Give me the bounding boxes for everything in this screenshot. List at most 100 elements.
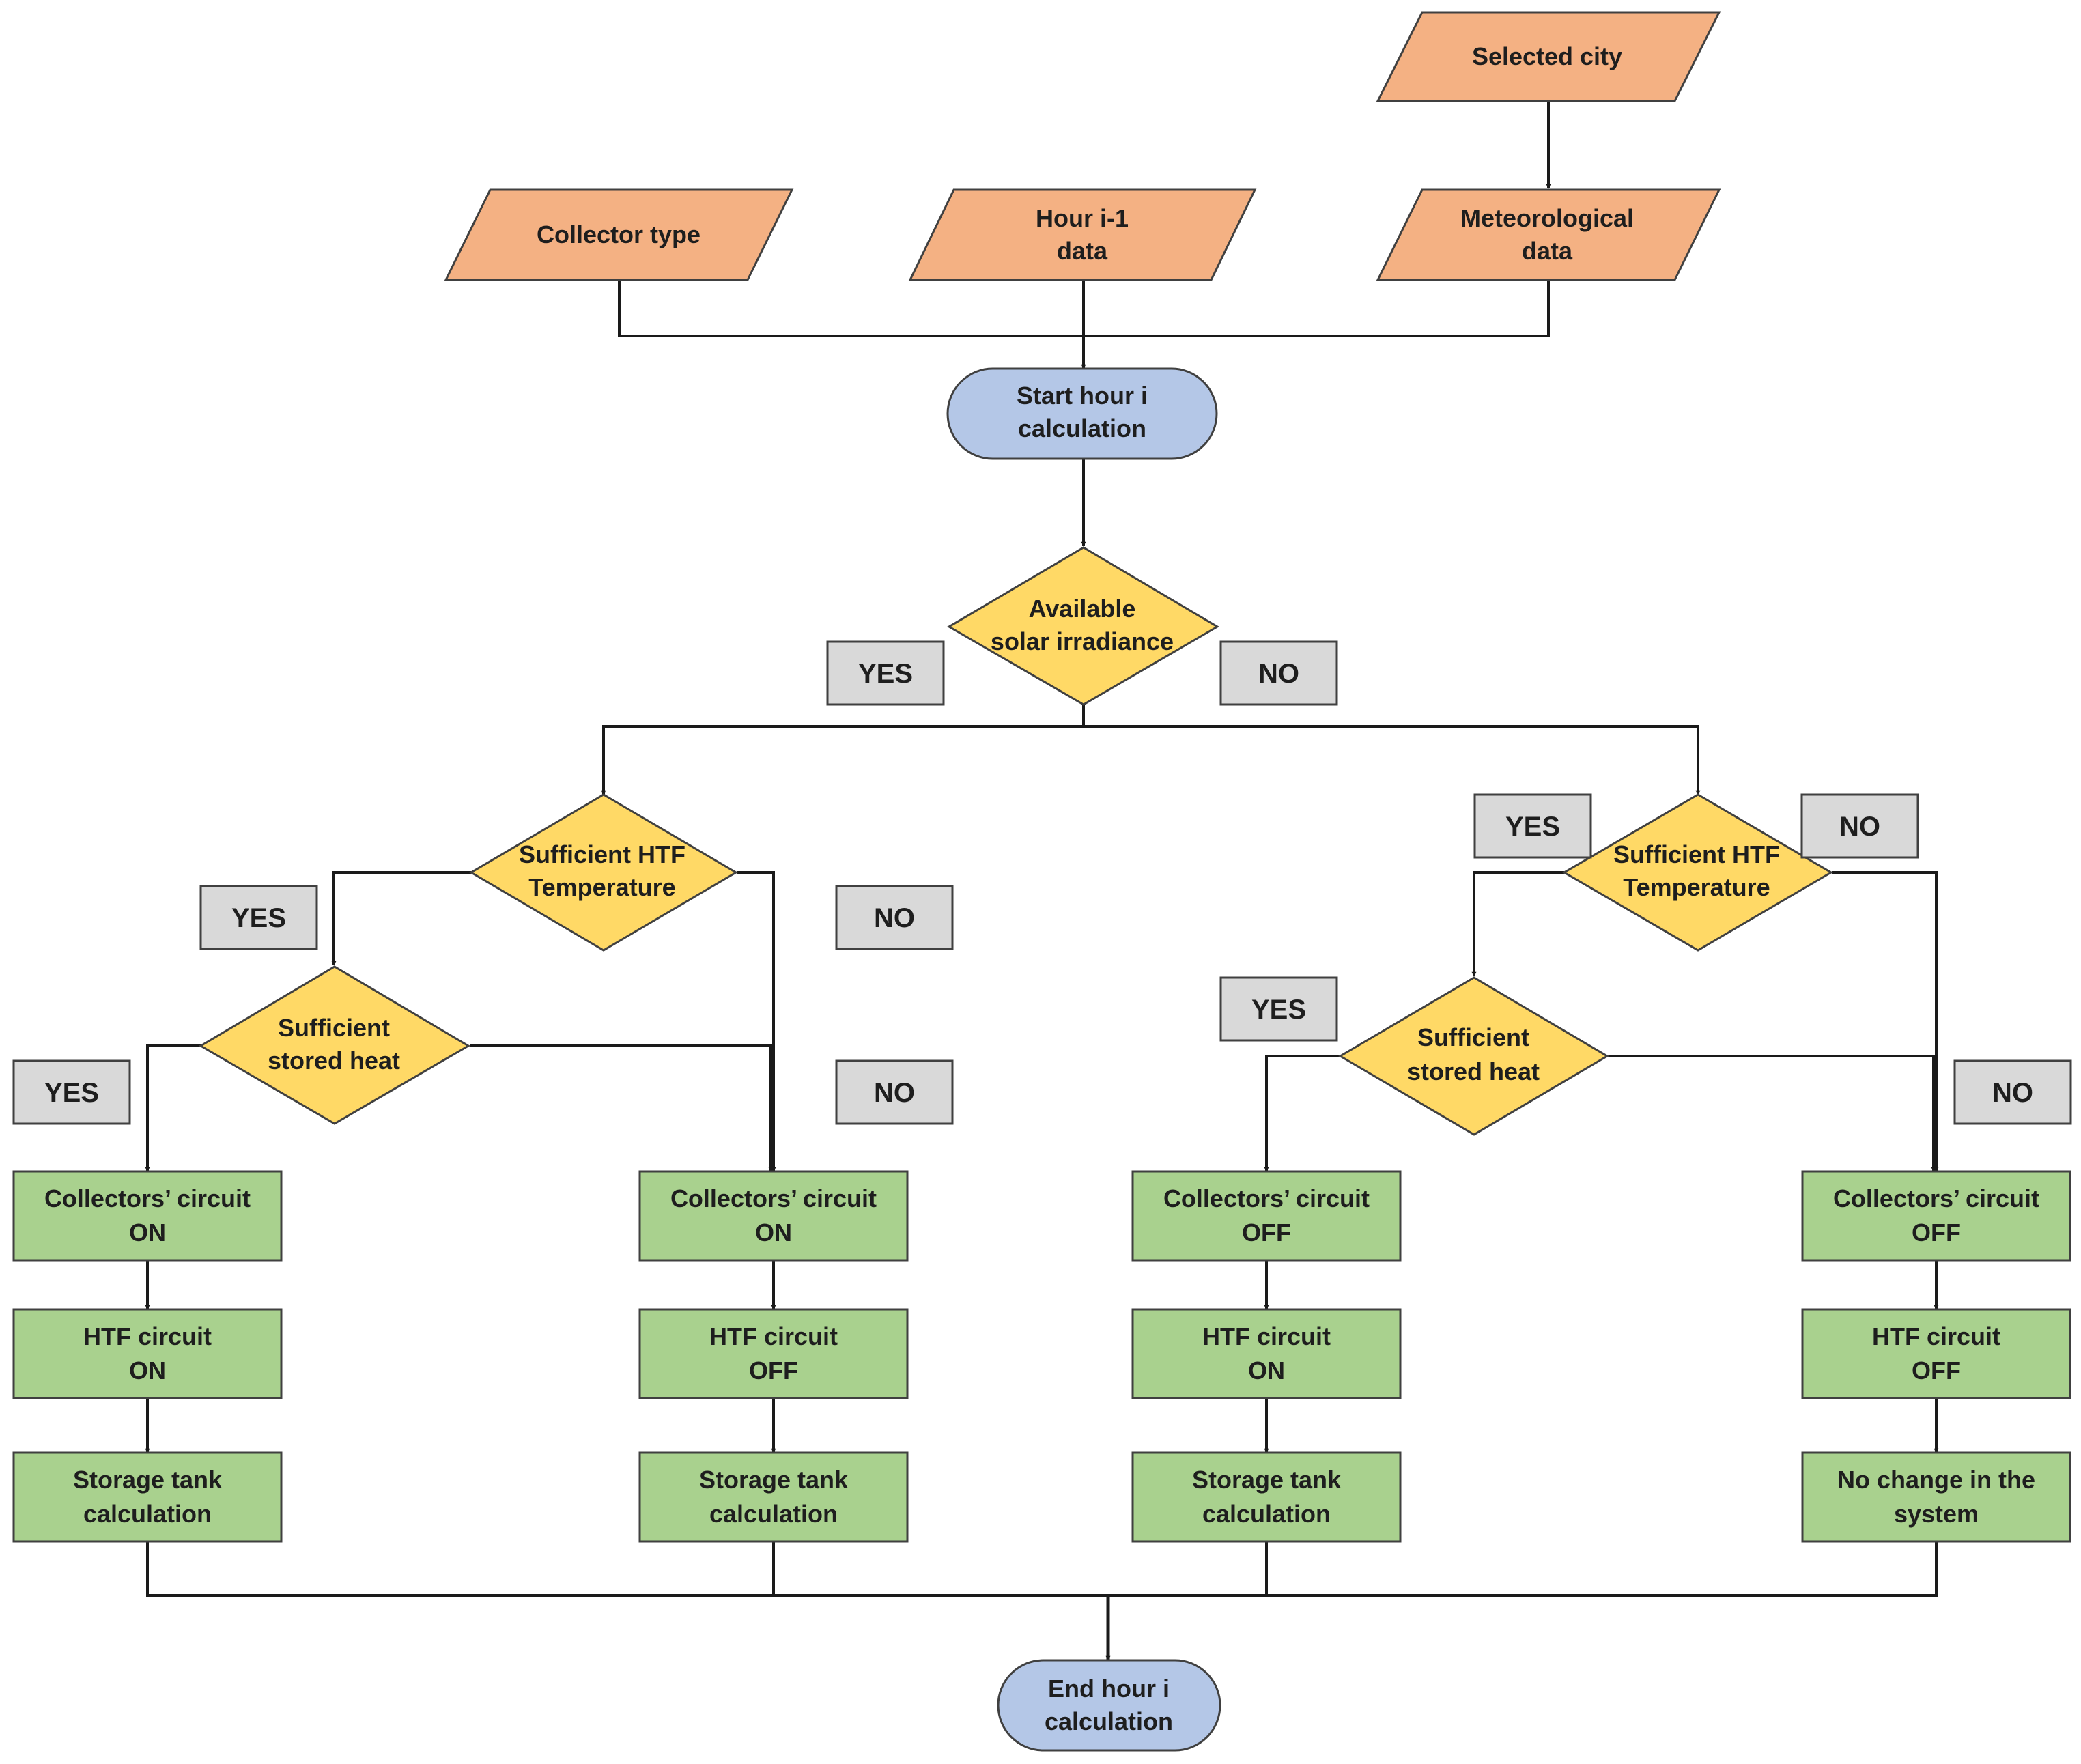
- connector-collector-type-merge: [618, 280, 1084, 337]
- badge-no-heat-left: NO: [835, 1059, 954, 1125]
- badge-no-htf-right: NO: [1800, 793, 1919, 859]
- badge-no-heat-right: NO: [1953, 1059, 2072, 1125]
- input-meteo-data: Meteorological data: [1376, 188, 1721, 281]
- input-collector-type: Collector type: [444, 188, 794, 281]
- terminal-end-line1: End hour i: [1048, 1675, 1170, 1703]
- connector-htf-left-no: [737, 871, 776, 1172]
- process-col1-collectors: Collectors’ circuit ON: [12, 1170, 283, 1262]
- decision-heat-right-line1: Sufficient: [1417, 1023, 1529, 1051]
- decision-htf-left: Sufficient HTF Temperature: [469, 793, 738, 952]
- process-col4-result: No change in the system: [1801, 1451, 2071, 1543]
- connector-htf-right-no: [1832, 871, 1939, 1172]
- process-col4-collectors-line1: Collectors’ circuit: [1833, 1184, 2039, 1212]
- process-col1-result-line2: calculation: [83, 1500, 212, 1528]
- decision-heat-right: Sufficient stored heat: [1338, 976, 1609, 1136]
- decision-solar-line1: Available: [1029, 595, 1136, 623]
- process-col3-collectors-line2: OFF: [1242, 1219, 1291, 1247]
- terminal-start: Start hour i calculation: [946, 367, 1218, 460]
- decision-solar-irradiance: Available solar irradiance: [947, 546, 1219, 706]
- decision-htf-right-line1: Sufficient HTF: [1613, 840, 1780, 868]
- process-col1-result-line1: Storage tank: [73, 1466, 223, 1494]
- process-col1-htf-line2: ON: [129, 1356, 166, 1384]
- process-col2-htf-line1: HTF circuit: [709, 1322, 838, 1350]
- badge-yes-htf-left-label: YES: [231, 903, 286, 933]
- input-hour-data-line1: Hour i-1: [1036, 204, 1129, 232]
- badge-no-htf-right-label: NO: [1839, 812, 1880, 842]
- badge-no-solar: NO: [1219, 640, 1338, 706]
- decision-heat-left-line1: Sufficient: [278, 1014, 390, 1042]
- input-collector-type-label: Collector type: [537, 220, 700, 248]
- badge-no-htf-left-label: NO: [874, 903, 915, 933]
- process-col2-htf-line2: OFF: [749, 1356, 798, 1384]
- input-hour-data-line2: data: [1057, 237, 1108, 265]
- badge-yes-htf-left: YES: [199, 885, 318, 950]
- process-col3-collectors-line1: Collectors’ circuit: [1163, 1184, 1370, 1212]
- connector-merge-bottom: [146, 1541, 1938, 1597]
- badge-yes-heat-left-label: YES: [44, 1078, 99, 1108]
- connector-htf-left-yes: [331, 871, 471, 966]
- connector-solar-no: [1084, 725, 1701, 795]
- input-selected-city: Selected city: [1376, 11, 1721, 102]
- decision-htf-right: Sufficient HTF Temperature: [1562, 793, 1833, 952]
- badge-yes-htf-right-label: YES: [1505, 812, 1560, 842]
- process-col3-result: Storage tank calculation: [1131, 1451, 1402, 1543]
- process-col3-htf: HTF circuit ON: [1131, 1308, 1402, 1399]
- badge-no-htf-left: NO: [835, 885, 954, 950]
- process-col4-result-line1: No change in the: [1837, 1466, 2035, 1494]
- process-col2-result-line1: Storage tank: [699, 1466, 849, 1494]
- terminal-end-line2: calculation: [1045, 1707, 1173, 1735]
- process-col1-result: Storage tank calculation: [12, 1451, 283, 1543]
- connector-heat-left-no: [470, 1044, 774, 1172]
- decision-htf-left-line2: Temperature: [528, 873, 675, 901]
- process-col4-htf-line1: HTF circuit: [1872, 1322, 2000, 1350]
- process-col1-collectors-line2: ON: [129, 1219, 166, 1247]
- connector-heat-right-no: [1608, 1055, 1936, 1172]
- badge-no-heat-right-label: NO: [1992, 1078, 2033, 1108]
- input-selected-city-label: Selected city: [1472, 42, 1622, 70]
- badge-yes-heat-right: YES: [1219, 976, 1338, 1042]
- process-col1-htf: HTF circuit ON: [12, 1308, 283, 1399]
- decision-heat-left-line2: stored heat: [268, 1047, 400, 1075]
- process-col3-collectors: Collectors’ circuit OFF: [1131, 1170, 1402, 1262]
- decision-heat-right-line2: stored heat: [1407, 1057, 1540, 1085]
- process-col2-collectors: Collectors’ circuit ON: [638, 1170, 909, 1262]
- process-col4-htf-line2: OFF: [1912, 1356, 1961, 1384]
- connector-solar-yes: [601, 725, 1084, 795]
- process-col4-collectors: Collectors’ circuit OFF: [1801, 1170, 2071, 1262]
- input-hour-data: Hour i-1 data: [908, 188, 1257, 281]
- badge-yes-solar: YES: [826, 640, 945, 706]
- process-col2-result: Storage tank calculation: [638, 1451, 909, 1543]
- decision-solar-line2: solar irradiance: [991, 627, 1174, 655]
- connector-heat-right-yes: [1264, 1055, 1340, 1172]
- terminal-start-line2: calculation: [1018, 414, 1146, 442]
- badge-yes-htf-right: YES: [1473, 793, 1592, 859]
- process-col1-htf-line1: HTF circuit: [83, 1322, 212, 1350]
- connector-htf-right-yes: [1471, 871, 1564, 977]
- terminal-end: End hour i calculation: [997, 1659, 1221, 1752]
- badge-no-solar-label: NO: [1258, 659, 1299, 689]
- process-col2-collectors-line1: Collectors’ circuit: [670, 1184, 877, 1212]
- input-meteo-data-line2: data: [1522, 237, 1573, 265]
- decision-htf-left-line1: Sufficient HTF: [519, 840, 685, 868]
- process-col3-htf-line2: ON: [1248, 1356, 1285, 1384]
- process-col4-collectors-line2: OFF: [1912, 1219, 1961, 1247]
- input-meteo-data-line1: Meteorological: [1460, 204, 1634, 232]
- decision-heat-left: Sufficient stored heat: [199, 965, 470, 1125]
- process-col1-collectors-line1: Collectors’ circuit: [44, 1184, 251, 1212]
- process-col2-collectors-line2: ON: [755, 1219, 792, 1247]
- badge-no-heat-left-label: NO: [874, 1078, 915, 1108]
- badge-yes-heat-right-label: YES: [1251, 995, 1306, 1025]
- process-col2-htf: HTF circuit OFF: [638, 1308, 909, 1399]
- connector-meteo-merge: [1084, 280, 1550, 337]
- decision-htf-right-line2: Temperature: [1623, 873, 1770, 901]
- process-col3-htf-line1: HTF circuit: [1202, 1322, 1331, 1350]
- process-col3-result-line1: Storage tank: [1192, 1466, 1342, 1494]
- connector-heat-left-yes: [145, 1044, 201, 1172]
- process-col4-result-line2: system: [1894, 1500, 1979, 1528]
- connectors: [145, 101, 1939, 1661]
- badge-yes-solar-label: YES: [858, 659, 913, 689]
- process-col3-result-line2: calculation: [1202, 1500, 1331, 1528]
- badge-yes-heat-left: YES: [12, 1059, 131, 1125]
- terminal-start-line1: Start hour i: [1017, 382, 1148, 410]
